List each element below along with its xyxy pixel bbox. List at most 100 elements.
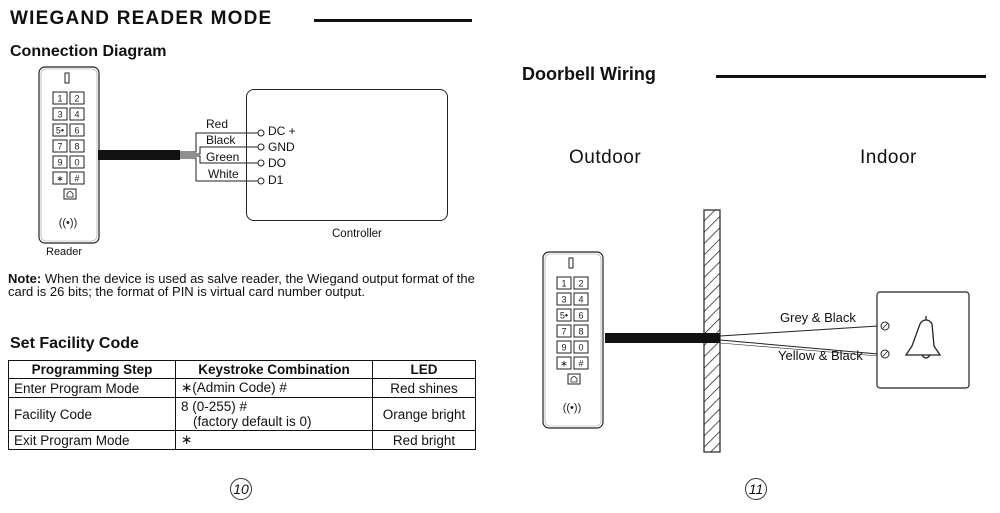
keypad-key bbox=[573, 292, 589, 306]
page-number: 10 bbox=[230, 478, 252, 500]
table-header: Keystroke Combination bbox=[175, 360, 373, 379]
keypad-key-label: 0 bbox=[578, 343, 583, 353]
note-paragraph: Note: When the device is used as salve r… bbox=[8, 272, 478, 298]
table-cell: Red shines bbox=[372, 378, 476, 398]
table-cell: 8 (0-255) # (factory default is 0) bbox=[175, 397, 373, 431]
keypad-key bbox=[69, 91, 85, 105]
table-cell: Orange bright bbox=[372, 397, 476, 431]
table-cell-line: (factory default is 0) bbox=[193, 414, 312, 429]
keypad-key-label: # bbox=[74, 174, 79, 184]
keypad-key-label: 8 bbox=[74, 142, 79, 152]
wire-label-red: Red bbox=[206, 117, 229, 131]
keypad-key bbox=[69, 139, 85, 153]
table-row: Facility Code 8 (0-255) # (factory defau… bbox=[8, 397, 476, 431]
keypad-key-label: 3 bbox=[57, 110, 62, 120]
bell-icon bbox=[904, 316, 942, 359]
terminal-d1: D1 bbox=[268, 173, 284, 187]
keypad-key-label: 7 bbox=[561, 327, 566, 337]
keypad-key-label: 6 bbox=[578, 311, 583, 321]
keypad-key-label: 1 bbox=[561, 279, 566, 289]
wire-label-white: White bbox=[208, 167, 239, 181]
reader-label: Reader bbox=[46, 246, 83, 258]
table-cell: Exit Program Mode bbox=[8, 430, 176, 450]
keypad-key bbox=[573, 324, 589, 338]
wire-label-grey-black: Grey & Black bbox=[780, 310, 856, 325]
keypad-key bbox=[556, 292, 572, 306]
keypad-key bbox=[556, 324, 572, 338]
keypad-key-label: 0 bbox=[74, 158, 79, 168]
table-cell: ∗(Admin Code) # bbox=[175, 378, 373, 398]
keypad-key-label: 5• bbox=[560, 311, 568, 321]
wiring-diagram bbox=[98, 129, 265, 185]
note-text: When the device is used as salve reader,… bbox=[8, 271, 475, 299]
table-cell-line: 8 (0-255) # bbox=[181, 399, 248, 414]
doorbell-heading: Doorbell Wiring bbox=[522, 64, 656, 84]
keypad-key bbox=[556, 356, 572, 370]
outdoor-label: Outdoor bbox=[569, 147, 642, 168]
facility-code-table: Programming Step Keystroke Combination L… bbox=[8, 360, 476, 450]
table-header: Programming Step bbox=[8, 360, 176, 379]
keypad-key bbox=[573, 356, 589, 370]
connection-heading: Connection Diagram bbox=[10, 43, 167, 60]
table-cell: Red bright bbox=[372, 430, 476, 450]
keypad-key-label: 9 bbox=[561, 343, 566, 353]
controller-box bbox=[246, 89, 448, 221]
wire-label-black: Black bbox=[206, 133, 236, 147]
keypad-key-label: 3 bbox=[561, 295, 566, 305]
keypad-key bbox=[573, 308, 589, 322]
title-rule bbox=[314, 19, 472, 22]
keypad-key bbox=[52, 123, 68, 137]
controller-label: Controller bbox=[332, 228, 382, 240]
rfid-symbol: ((•)) bbox=[59, 217, 78, 229]
keypad-key-label: 9 bbox=[57, 158, 62, 168]
keypad-key-label: ∗ bbox=[560, 359, 568, 369]
keypad-key bbox=[52, 91, 68, 105]
terminal-dc: DC + bbox=[268, 124, 296, 138]
table-row: Enter Program Mode ∗(Admin Code) # Red s… bbox=[8, 378, 476, 398]
indoor-label: Indoor bbox=[860, 147, 917, 168]
keypad-key bbox=[573, 276, 589, 290]
table-row: Exit Program Mode ∗ Red bright bbox=[8, 430, 476, 450]
keypad-key bbox=[52, 171, 68, 185]
keypad-key-label: 6 bbox=[74, 126, 79, 136]
keypad-key-label: # bbox=[578, 359, 583, 369]
table-cell: ∗ bbox=[175, 430, 373, 450]
keypad-key-label: 7 bbox=[57, 142, 62, 152]
reader-device-right: 1 2 3 4 5• 6 7 8 9 0 ∗ # ((•)) bbox=[542, 251, 604, 429]
table-header-row: Programming Step Keystroke Combination L… bbox=[8, 360, 476, 379]
keypad-key-label: 5• bbox=[56, 126, 64, 136]
keypad-key-label: 4 bbox=[74, 110, 79, 120]
terminal-do: DO bbox=[268, 156, 286, 170]
keypad-key-label: 2 bbox=[74, 94, 79, 104]
keypad-key bbox=[69, 155, 85, 169]
keypad-key bbox=[69, 171, 85, 185]
keypad-key-label: 1 bbox=[57, 94, 62, 104]
note-label: Note: bbox=[8, 271, 42, 286]
keypad-key bbox=[556, 308, 572, 322]
terminal-gnd: GND bbox=[268, 140, 295, 154]
table-cell: Facility Code bbox=[8, 397, 176, 431]
keypad-key-label: 2 bbox=[578, 279, 583, 289]
doorbell-diagram bbox=[605, 209, 970, 453]
keypad-key bbox=[556, 340, 572, 354]
reader-device: 1 2 3 4 5• 6 7 8 9 0 ∗ # ((•)) bbox=[38, 66, 100, 244]
table-header: LED bbox=[372, 360, 476, 379]
keypad-key bbox=[573, 340, 589, 354]
keypad-key-label: 4 bbox=[578, 295, 583, 305]
wire-label-yellow-black: Yellow & Black bbox=[778, 348, 863, 363]
rfid-symbol: ((•)) bbox=[563, 402, 582, 414]
wire-label-green: Green bbox=[206, 150, 240, 164]
keypad-key bbox=[52, 139, 68, 153]
section-title: WIEGAND READER MODE bbox=[10, 8, 273, 29]
facility-heading: Set Facility Code bbox=[10, 335, 139, 352]
table-cell: Enter Program Mode bbox=[8, 378, 176, 398]
keypad-key bbox=[69, 123, 85, 137]
doorbell-rule bbox=[716, 75, 986, 78]
keypad-key-label: 8 bbox=[578, 327, 583, 337]
keypad-key bbox=[52, 155, 68, 169]
keypad-key-label: ∗ bbox=[56, 174, 64, 184]
keypad-key bbox=[52, 107, 68, 121]
keypad-key bbox=[556, 276, 572, 290]
page-number: 11 bbox=[745, 478, 767, 500]
keypad-key bbox=[69, 107, 85, 121]
